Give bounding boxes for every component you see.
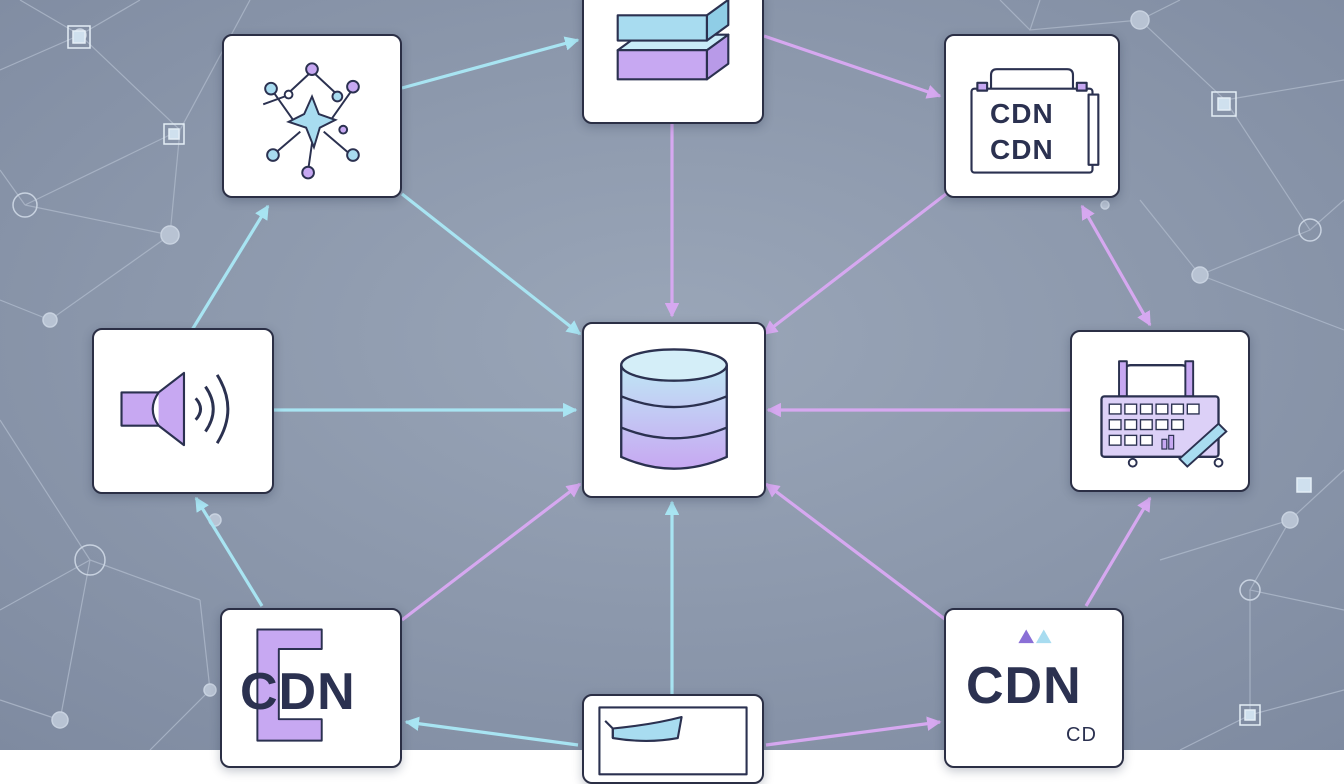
cdn-bracket-label: CDN (240, 663, 356, 721)
node-central-database[interactable] (582, 322, 766, 498)
arrow-cdn-logo-to-basket (1084, 496, 1152, 607)
connection-arrows (190, 34, 1152, 747)
database-icon (620, 348, 728, 470)
node-network-graph[interactable] (222, 34, 402, 198)
arrow-cdn-bracket-to-speaker (194, 496, 264, 607)
arrow-network-to-database (401, 192, 582, 336)
network-graph-icon (262, 62, 360, 180)
cdn-logo-label: CDN (966, 657, 1082, 715)
arrow-document-to-cdn-bracket (404, 716, 579, 747)
node-speaker[interactable] (92, 328, 274, 494)
decorative-squares (67, 25, 1312, 726)
arrow-cdn-folder-basket (1080, 204, 1152, 327)
arrow-cdn-folder-to-database (762, 192, 947, 336)
node-cdn-logo[interactable]: CDN CD (944, 608, 1124, 768)
cdn-folder-icon (970, 68, 1100, 174)
cdn-folder-label-2: CDN (990, 134, 1054, 165)
node-stacked-cubes[interactable] (582, 0, 764, 124)
arrow-document-to-cdn-logo (765, 716, 942, 747)
cdn-logo-sublabel: CD (1066, 724, 1097, 746)
node-document[interactable] (582, 694, 764, 784)
arrow-cdn-bracket-to-database (401, 482, 582, 622)
arrow-network-to-cubes (401, 36, 580, 90)
node-cdn-folder[interactable]: CDN CDN (944, 34, 1120, 198)
stacked-cubes-icon (616, 0, 730, 81)
speaker-icon (120, 371, 230, 447)
document-icon (598, 706, 748, 776)
arrow-cdn-logo-to-database (764, 482, 947, 622)
arrow-cubes-to-cdn-folder (763, 34, 942, 99)
arrow-speaker-to-network (190, 204, 270, 331)
cdn-bracket-icon (256, 628, 323, 742)
cdn-logo-icon (1018, 629, 1052, 644)
node-basket-keyboard[interactable] (1070, 330, 1250, 492)
basket-keyboard-icon (1100, 360, 1228, 468)
decorative-network-nodes (12, 10, 1322, 729)
cdn-folder-label-1: CDN (990, 98, 1054, 129)
node-cdn-bracket[interactable]: CDN (220, 608, 402, 768)
